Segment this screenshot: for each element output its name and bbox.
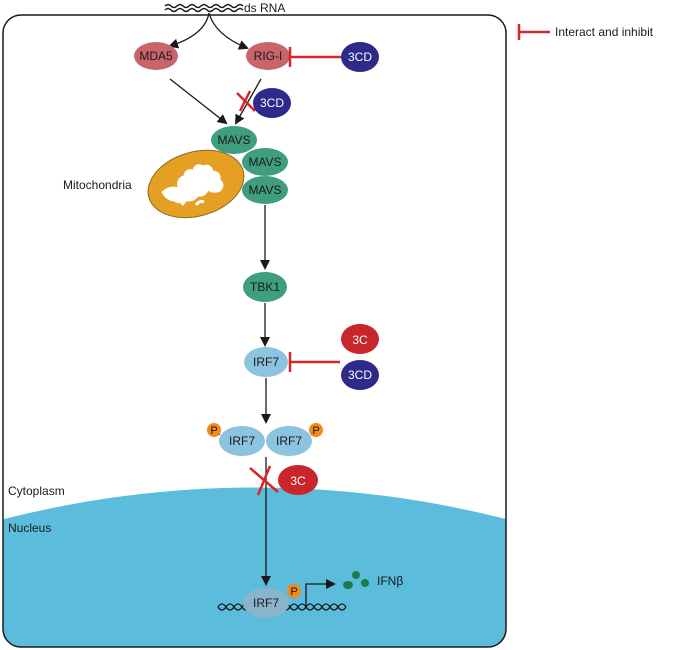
ds-rna-label: ds RNA bbox=[244, 1, 285, 15]
inhibit-x-3cd bbox=[236, 90, 256, 112]
3cd-node-second: 3CD bbox=[253, 88, 291, 118]
ds-rna-strand bbox=[164, 3, 244, 9]
mavs-node-2: MAVS bbox=[242, 148, 288, 176]
svg-text:3C: 3C bbox=[290, 474, 306, 488]
rig-i-node: RIG-I bbox=[246, 42, 290, 70]
mda5-node: MDA5 bbox=[134, 42, 178, 70]
ifnb-molecules bbox=[343, 571, 369, 589]
mavs-node-3: MAVS bbox=[242, 176, 288, 204]
legend: Interact and inhibit bbox=[517, 24, 654, 40]
svg-text:MAVS: MAVS bbox=[217, 133, 250, 147]
svg-text:3CD: 3CD bbox=[260, 96, 284, 110]
3c-node-lower: 3C bbox=[278, 465, 318, 495]
svg-text:P: P bbox=[312, 425, 319, 437]
phosphate-left: P bbox=[207, 423, 221, 437]
phosphate-nuclear: P bbox=[287, 584, 301, 598]
svg-text:MDA5: MDA5 bbox=[139, 49, 173, 63]
svg-text:IRF7: IRF7 bbox=[253, 596, 279, 610]
inhibit-x-3c bbox=[249, 465, 279, 496]
cell-membrane bbox=[2, 14, 507, 648]
svg-text:IRF7: IRF7 bbox=[276, 434, 302, 448]
svg-text:TBK1: TBK1 bbox=[250, 280, 280, 294]
svg-text:RIG-I: RIG-I bbox=[254, 49, 283, 63]
ifnb-label: IFNβ bbox=[377, 574, 403, 588]
legend-label: Interact and inhibit bbox=[555, 25, 654, 39]
mitochondria bbox=[147, 149, 245, 219]
svg-text:MAVS: MAVS bbox=[248, 183, 281, 197]
mitochondria-label: Mitochondria bbox=[63, 178, 132, 192]
svg-text:P: P bbox=[290, 586, 297, 598]
irf7-node: IRF7 bbox=[244, 347, 288, 377]
mavs-node-1: MAVS bbox=[211, 126, 257, 154]
nucleus-label: Nucleus bbox=[8, 521, 51, 535]
3cd-node-middle: 3CD bbox=[341, 360, 379, 390]
irf7-dimer: IRF7 IRF7 bbox=[219, 426, 312, 456]
svg-text:MAVS: MAVS bbox=[248, 155, 281, 169]
inhibit-3cd-rig-i bbox=[288, 47, 341, 67]
3c-node-middle: 3C bbox=[341, 324, 379, 354]
svg-text:IRF7: IRF7 bbox=[253, 355, 279, 369]
svg-text:3CD: 3CD bbox=[348, 50, 372, 64]
svg-text:IRF7: IRF7 bbox=[229, 434, 255, 448]
inhibit-3c-irf7 bbox=[288, 352, 340, 372]
3cd-node-top: 3CD bbox=[341, 42, 379, 72]
svg-text:P: P bbox=[210, 425, 217, 437]
irf7-nuclear-node: IRF7 bbox=[243, 588, 289, 618]
tbk1-node: TBK1 bbox=[243, 272, 287, 302]
svg-text:3C: 3C bbox=[352, 333, 368, 347]
phosphate-right: P bbox=[309, 423, 323, 437]
cytoplasm-label: Cytoplasm bbox=[8, 484, 65, 498]
nucleus-region bbox=[3, 487, 506, 647]
svg-text:3CD: 3CD bbox=[348, 368, 372, 382]
transcription-arrow bbox=[305, 579, 336, 607]
